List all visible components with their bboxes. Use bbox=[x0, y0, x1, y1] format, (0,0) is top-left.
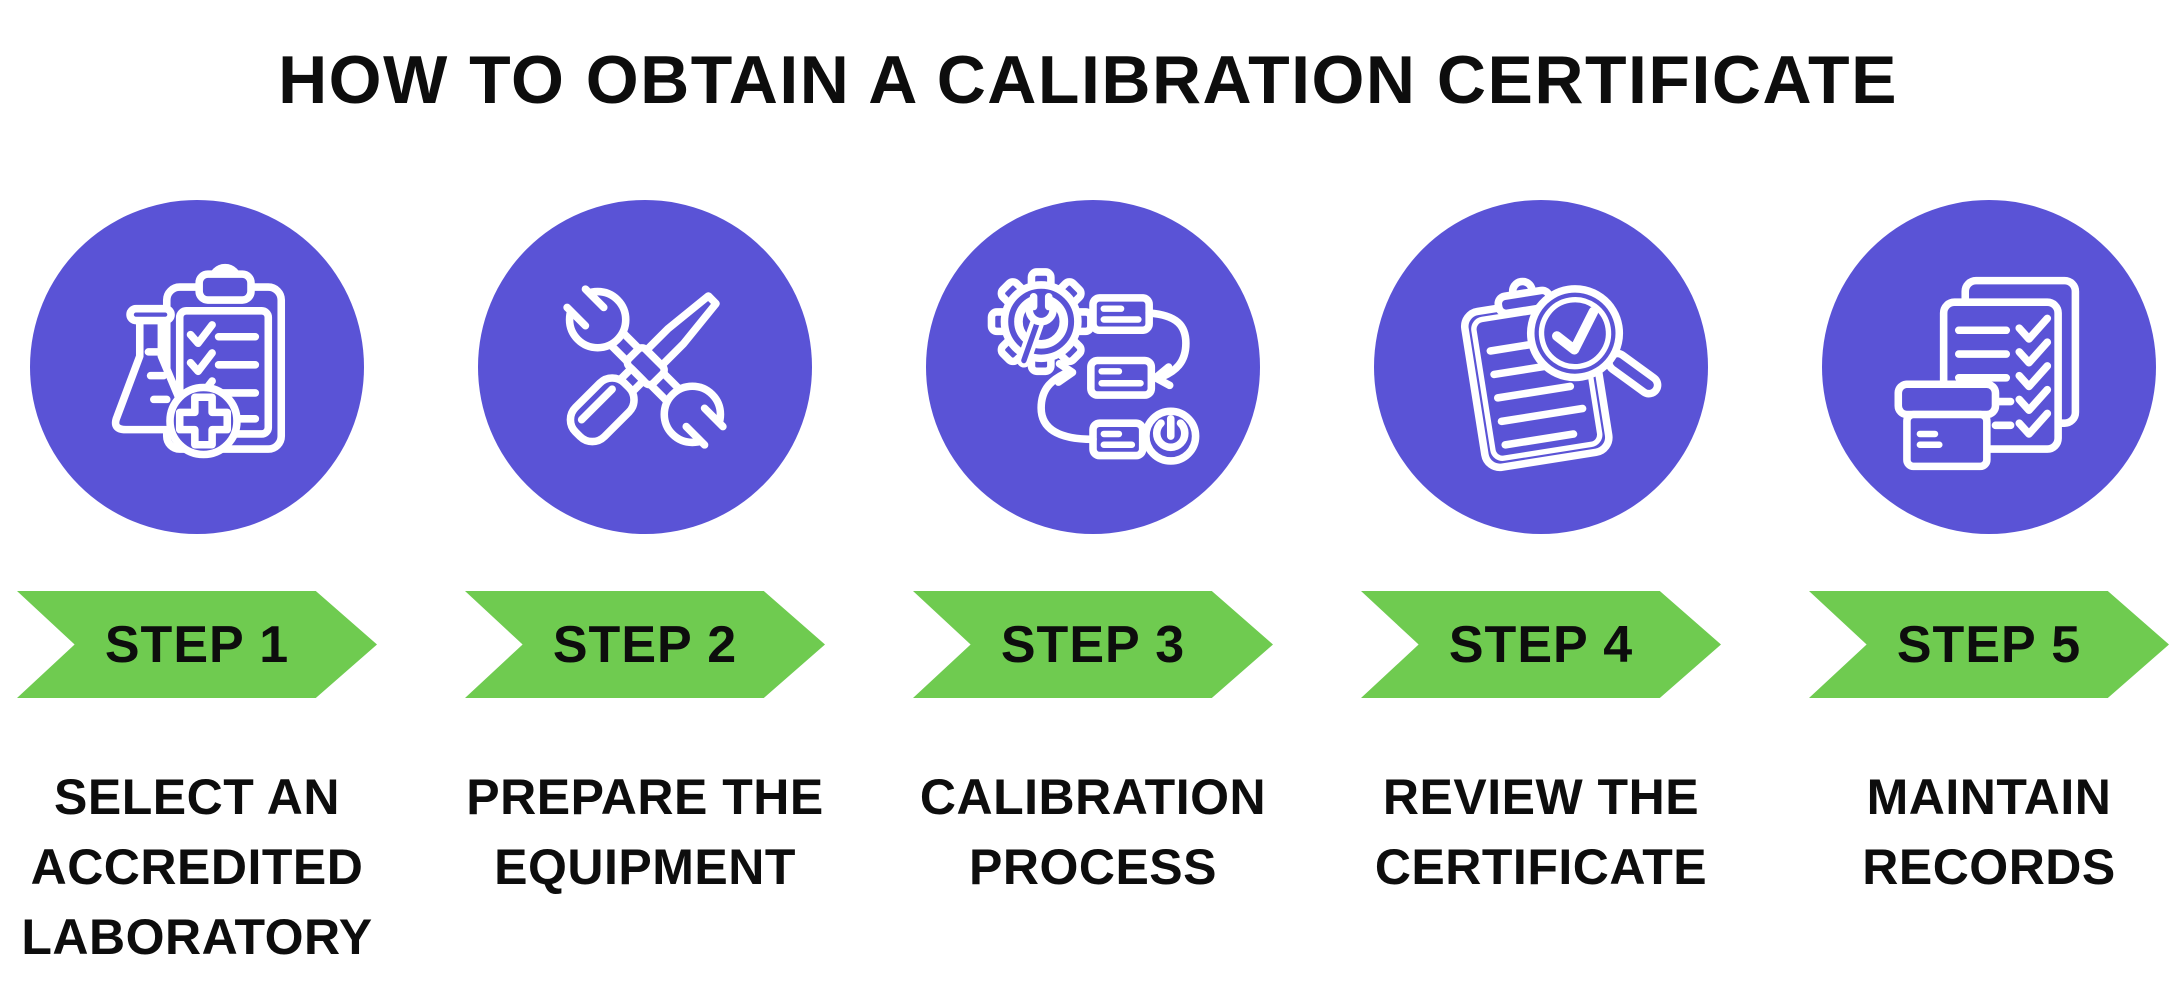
step-description-line: ACCREDITED bbox=[30, 839, 364, 895]
step-description-line: CALIBRATION bbox=[919, 769, 1267, 825]
step-4-icon-circle bbox=[1374, 200, 1708, 534]
step-5-description: MAINTAIN RECORDS bbox=[1774, 762, 2176, 902]
step-2-banner: STEP 2 bbox=[465, 591, 825, 698]
step-5-banner-label: STEP 5 bbox=[1896, 615, 2082, 674]
step-2-banner-label: STEP 2 bbox=[552, 615, 738, 674]
step-description-line: LABORATORY bbox=[21, 909, 373, 965]
step-column-3: STEP 3 CALIBRATION PROCESS bbox=[878, 0, 1308, 984]
step-column-2: STEP 2 PREPARE THE EQUIPMENT bbox=[430, 0, 860, 984]
step-4-banner: STEP 4 bbox=[1361, 591, 1721, 698]
step-column-4: STEP 4 REVIEW THE CERTIFICATE bbox=[1326, 0, 1756, 984]
step-description-line: MAINTAIN bbox=[1866, 769, 2112, 825]
step-column-1: STEP 1 SELECT AN ACCREDITED LABORATORY bbox=[0, 0, 412, 984]
step-5-icon-circle bbox=[1822, 200, 2156, 534]
step-description-line: REVIEW THE bbox=[1382, 769, 1700, 825]
clipboard-magnifier-icon bbox=[1460, 277, 1662, 472]
step-1-description: SELECT AN ACCREDITED LABORATORY bbox=[0, 762, 412, 972]
step-4-description: REVIEW THE CERTIFICATE bbox=[1326, 762, 1756, 902]
step-description-line: RECORDS bbox=[1862, 839, 2116, 895]
step-3-icon-circle bbox=[926, 200, 1260, 534]
step-column-5: STEP 5 MAINTAIN RECORDS bbox=[1774, 0, 2176, 984]
step-3-banner: STEP 3 bbox=[913, 591, 1273, 698]
step-1-banner: STEP 1 bbox=[17, 591, 377, 698]
step-1-icon-circle bbox=[30, 200, 364, 534]
documents-archive-box-icon bbox=[1894, 276, 2080, 471]
page-title: HOW TO OBTAIN A CALIBRATION CERTIFICATE bbox=[278, 42, 1898, 118]
step-3-banner-label: STEP 3 bbox=[1000, 615, 1186, 674]
step-5-banner: STEP 5 bbox=[1809, 591, 2169, 698]
step-description-line: SELECT AN bbox=[54, 769, 340, 825]
step-2-icon-circle bbox=[478, 200, 812, 534]
step-4-banner-label: STEP 4 bbox=[1448, 615, 1634, 674]
step-2-description: PREPARE THE EQUIPMENT bbox=[430, 762, 860, 902]
step-description-line: PREPARE THE bbox=[466, 769, 824, 825]
step-description-line: EQUIPMENT bbox=[494, 839, 796, 895]
step-description-line: CERTIFICATE bbox=[1374, 839, 1708, 895]
step-1-banner-label: STEP 1 bbox=[104, 615, 290, 674]
gear-flowchart-power-icon bbox=[987, 268, 1200, 465]
step-3-description: CALIBRATION PROCESS bbox=[878, 762, 1308, 902]
wrench-screwdriver-icon bbox=[563, 285, 727, 449]
step-description-line: PROCESS bbox=[968, 839, 1217, 895]
flask-checklist-icon bbox=[111, 263, 286, 459]
